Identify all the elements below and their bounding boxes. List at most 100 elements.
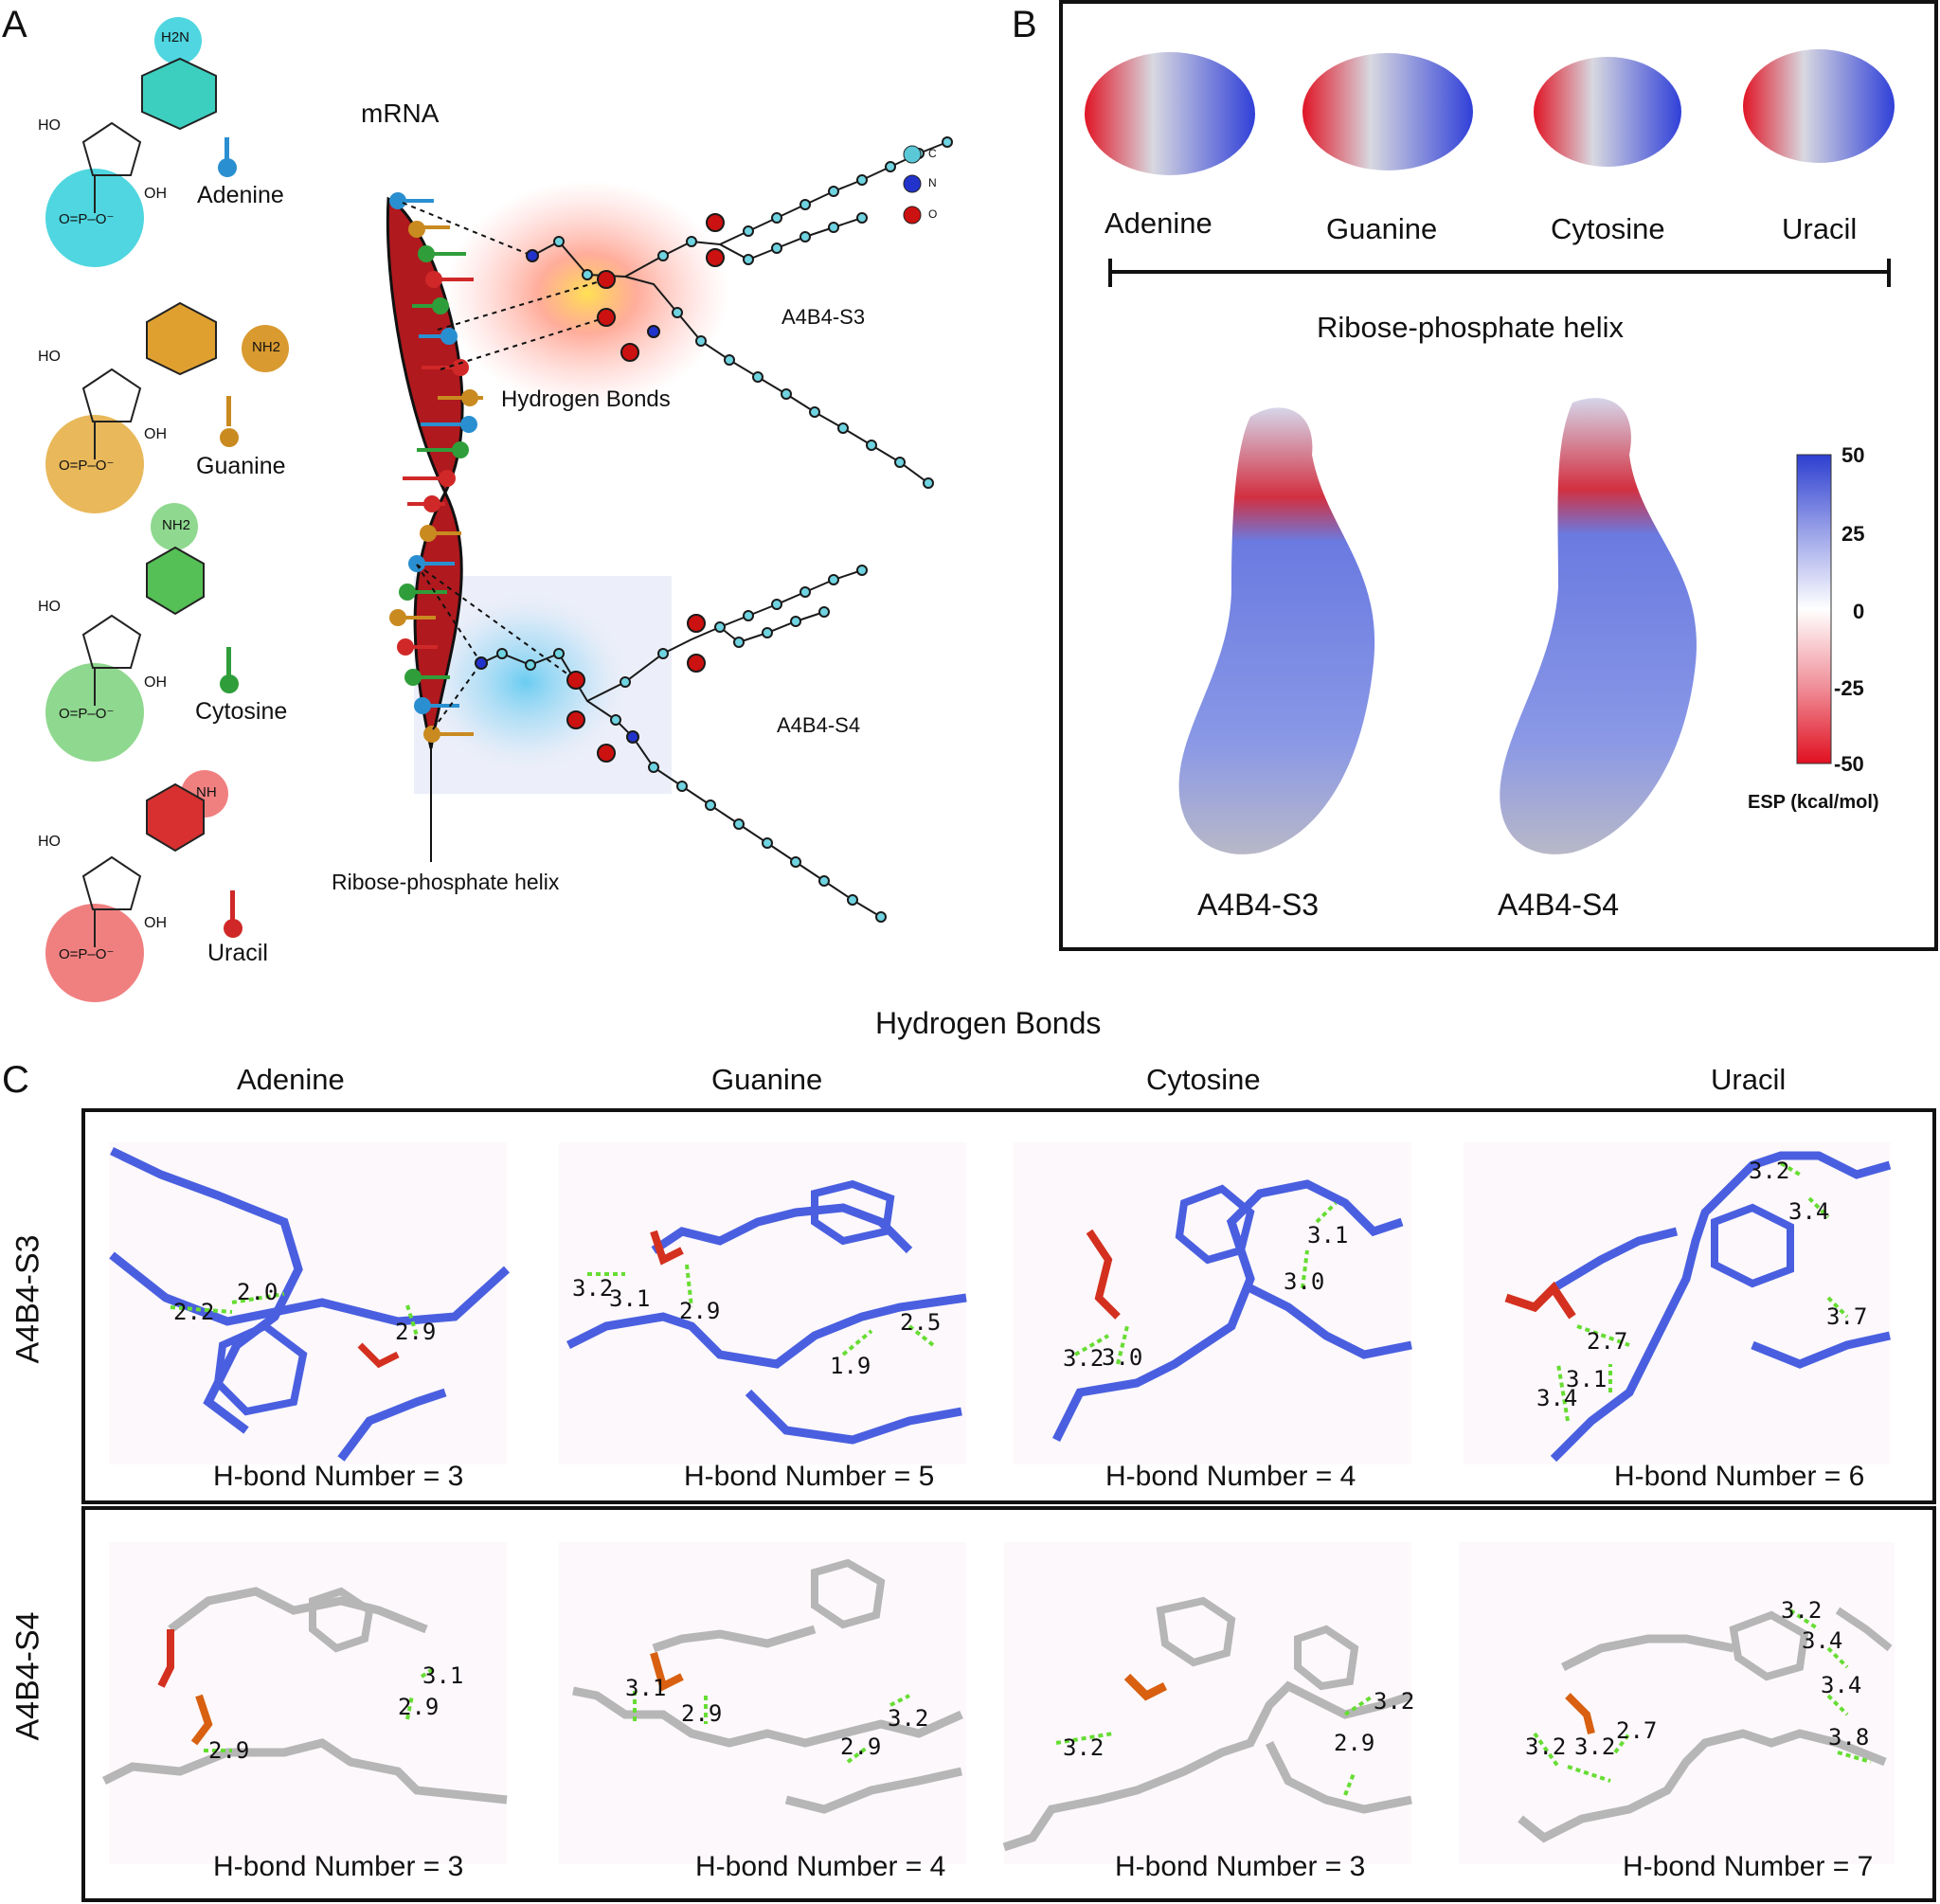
c-s3-uracil-structure [1464, 1142, 1892, 1464]
panel-label-a: A [2, 4, 27, 45]
adenine-phosphate-label: O=P–O⁻ [59, 211, 115, 227]
dist-label: 2.9 [1334, 1730, 1375, 1756]
dist-label: 3.4 [1821, 1672, 1862, 1698]
dist-label: 2.0 [237, 1279, 278, 1305]
b-guanine-label: Guanine [1326, 212, 1438, 245]
b-cytosine-label: Cytosine [1551, 212, 1665, 245]
hbond-count-s4-uracil: H-bond Number = 7 [1623, 1851, 1874, 1882]
dist-label: 2.5 [900, 1309, 942, 1336]
panel-label-b: B [1012, 4, 1037, 45]
c-s4-uracil-structure [1459, 1542, 1895, 1864]
colorbar-tick-neg50: -50 [1834, 752, 1864, 776]
dist-label: 3.2 [888, 1705, 929, 1732]
guanine-phosphate-label: O=P–O⁻ [59, 458, 115, 474]
hbond-count-s4-guanine: H-bond Number = 4 [695, 1851, 946, 1882]
cytosine-phosphate-label: O=P–O⁻ [59, 706, 115, 722]
hbond-count-s4-cytosine: H-bond Number = 3 [1115, 1851, 1366, 1882]
uracil-label: Uracil [207, 940, 268, 966]
dist-label: 3.1 [1307, 1222, 1349, 1248]
colorbar-tick-0: 0 [1853, 600, 1865, 623]
adenine-amine-label: H2N [161, 29, 190, 45]
dist-label: 3.2 [1525, 1733, 1567, 1760]
uracil-ho-label: HO [38, 834, 61, 850]
dist-label: 3.7 [1826, 1303, 1868, 1330]
hbond-count-s3-uracil: H-bond Number = 6 [1614, 1461, 1865, 1492]
dist-label: 3.2 [1063, 1345, 1105, 1372]
helix-bases [389, 192, 483, 743]
dist-label: 3.4 [1536, 1385, 1578, 1411]
panel-b-frame [1059, 0, 1938, 951]
panel-label-c: C [2, 1059, 29, 1101]
hbond-count-s3-cytosine: H-bond Number = 4 [1105, 1461, 1356, 1492]
atom-legend [903, 145, 922, 225]
legend-o-label: O [928, 207, 938, 221]
c-s3-adenine-structure [109, 1142, 511, 1464]
adenine-oh-label: OH [144, 186, 167, 202]
c-col-guanine: Guanine [711, 1063, 823, 1096]
dist-label: 3.2 [1063, 1734, 1105, 1761]
cytosine-oh-label: OH [144, 674, 167, 691]
dist-label: 3.4 [1788, 1198, 1830, 1225]
c-row-s4-frame [81, 1506, 1936, 1902]
dist-label: 3.0 [1284, 1268, 1325, 1295]
dist-label: 3.2 [1781, 1597, 1823, 1624]
ribose-phosphate-helix-label: Ribose-phosphate helix [332, 870, 560, 894]
uracil-phosphate-label: O=P–O⁻ [59, 946, 115, 962]
guanine-oh-label: OH [144, 426, 167, 442]
c-col-uracil: Uracil [1711, 1063, 1787, 1096]
nucleotide-guanine-structure [45, 301, 289, 513]
legend-n-label: N [928, 176, 937, 189]
b-helix-label: Ribose-phosphate helix [1317, 311, 1624, 344]
lipid-a4b4-s3 [526, 136, 953, 489]
guanine-amine-label: NH2 [252, 339, 281, 355]
dist-label: 3.8 [1828, 1724, 1870, 1751]
cytosine-amine-label: NH2 [162, 517, 191, 533]
b-uracil-label: Uracil [1782, 212, 1858, 245]
c-s3-cytosine-structure [1014, 1142, 1412, 1464]
c-col-cytosine: Cytosine [1146, 1063, 1261, 1096]
hbond-count-s3-guanine: H-bond Number = 5 [684, 1461, 935, 1492]
c-s4-cytosine-structure [1002, 1542, 1413, 1864]
b-s4-label: A4B4-S4 [1498, 888, 1620, 922]
c-title: Hydrogen Bonds [875, 1006, 1102, 1040]
dist-label: 2.9 [208, 1737, 250, 1764]
hbond-glow-s3 [445, 180, 729, 407]
dist-label: 2.7 [1587, 1328, 1628, 1355]
legend-c-label: C [928, 147, 937, 160]
uracil-oh-label: OH [144, 915, 167, 931]
dist-label: 3.2 [1749, 1158, 1790, 1184]
hbond-connectors [402, 202, 607, 730]
colorbar-label: ESP (kcal/mol) [1748, 792, 1879, 813]
cytosine-ho-label: HO [38, 599, 61, 615]
cytosine-label: Cytosine [195, 698, 288, 725]
colorbar-tick-50: 50 [1841, 443, 1865, 467]
c-col-adenine: Adenine [237, 1063, 345, 1096]
esp-lipid-surfaces [1178, 398, 1697, 854]
adenine-ho-label: HO [38, 117, 61, 134]
colorbar-tick-neg25: -25 [1834, 676, 1864, 700]
dist-label: 3.4 [1802, 1627, 1843, 1654]
c-s4-guanine-structure [559, 1542, 966, 1864]
uracil-nh-label: NH [196, 784, 217, 800]
b-adenine-label: Adenine [1105, 207, 1212, 240]
esp-base-surfaces [1085, 49, 1895, 175]
c-s4-adenine-structure [101, 1542, 508, 1864]
nucleotide-cytosine-structure [45, 503, 239, 762]
guanine-label: Guanine [196, 453, 286, 479]
dist-label: 2.9 [681, 1700, 723, 1727]
dist-label: 3.0 [1102, 1344, 1143, 1371]
c-row-s3-frame [81, 1108, 1936, 1504]
dist-label: 3.1 [609, 1285, 651, 1312]
dist-label: 1.9 [830, 1353, 871, 1379]
dist-label: 3.1 [625, 1675, 667, 1701]
lipid-a4b4-s4 [475, 565, 887, 923]
b-s3-label: A4B4-S3 [1197, 888, 1320, 922]
adenine-label: Adenine [197, 182, 284, 208]
esp-colorbar [1796, 454, 1832, 764]
dist-label: 2.9 [398, 1694, 440, 1720]
lipid-bottom-label: A4B4-S4 [777, 713, 861, 737]
esp-bracket [1108, 259, 1891, 287]
